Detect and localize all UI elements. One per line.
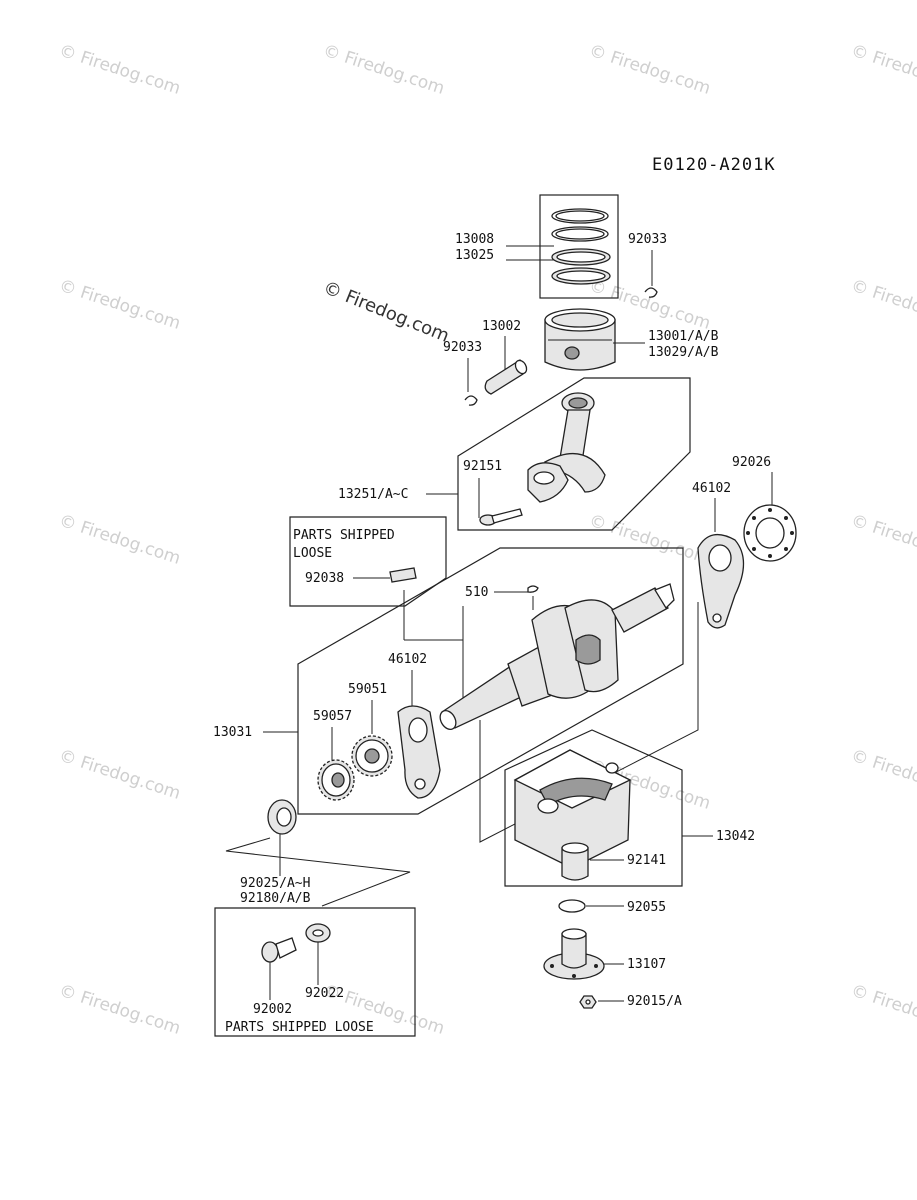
- piston-ring-2: [551, 226, 609, 242]
- watermark-text: © Firedog.com: [56, 981, 182, 1039]
- loose-label-line2: LOOSE: [293, 546, 332, 561]
- nut-92015: [579, 995, 597, 1009]
- o-ring-92055: [558, 899, 586, 913]
- label-13002: 13002: [482, 319, 521, 334]
- label-13029: 13029/A/B: [648, 345, 719, 360]
- watermark-text: © Firedog.com: [586, 41, 712, 99]
- conrod-box: [457, 377, 691, 531]
- label-13042: 13042: [716, 829, 755, 844]
- loose-box-2: [214, 907, 416, 1037]
- label-13031: 13031: [213, 725, 252, 740]
- shaft-13107: [543, 928, 605, 980]
- watermark-text: © Firedog.com: [848, 41, 917, 99]
- watermark-text: © Firedog.com: [848, 276, 917, 334]
- gear-59051: [351, 735, 393, 777]
- watermark-text-dark: © Firedog.com: [320, 277, 452, 347]
- label-13001: 13001/A/B: [648, 329, 719, 344]
- loose-label-line1: PARTS SHIPPED: [293, 528, 395, 543]
- label-92022: 92022: [305, 986, 344, 1001]
- watermark-text: © Firedog.com: [586, 511, 712, 569]
- balancer-assembly: [513, 749, 632, 869]
- washer-92022: [305, 923, 331, 943]
- gear-59057: [317, 759, 355, 801]
- watermark-text: © Firedog.com: [56, 276, 182, 334]
- connecting-rod-cap: [527, 462, 569, 503]
- label-59057: 59057: [313, 709, 352, 724]
- crankshaft-frame: [297, 547, 684, 815]
- watermark-text: © Firedog.com: [56, 41, 182, 99]
- connecting-rod: [543, 392, 606, 493]
- label-59051: 59051: [348, 682, 387, 697]
- piston-pin: [484, 359, 528, 395]
- label-92033-right: 92033: [628, 232, 667, 247]
- piston-ring-1: [551, 208, 609, 224]
- label-13008: 13008: [455, 232, 494, 247]
- gasket-46102-left: [397, 705, 441, 799]
- label-46102-left: 46102: [388, 652, 427, 667]
- piston-ring-group: 13008 13025: [455, 194, 619, 299]
- parts-shipped-loose-group-2: 92022 92002 PARTS SHIPPED LOOSE: [214, 907, 416, 1037]
- parts-shipped-loose-group-1: PARTS SHIPPED LOOSE 92038: [289, 516, 447, 607]
- watermark-text: © Firedog.com: [848, 746, 917, 804]
- key-92038: [389, 567, 417, 583]
- label-510: 510: [465, 585, 488, 600]
- loose-label-2: PARTS SHIPPED LOOSE: [225, 1020, 374, 1035]
- label-92026: 92026: [732, 455, 771, 470]
- watermark-text: © Firedog.com: [320, 41, 446, 99]
- washer-92025: [267, 799, 297, 835]
- diagram-code: E0120-A201K: [652, 155, 776, 175]
- watermark-text: © Firedog.com: [56, 746, 182, 804]
- watermark-text: © Firedog.com: [56, 511, 182, 569]
- conrod-bolt: [479, 508, 523, 526]
- label-92151: 92151: [463, 459, 502, 474]
- gasket-46102-right: [697, 533, 745, 629]
- label-92180: 92180/A/B: [240, 891, 311, 906]
- piston: [544, 308, 616, 371]
- gasket-92026: [743, 504, 797, 562]
- leader-washer: [225, 837, 411, 907]
- label-13107: 13107: [627, 957, 666, 972]
- collar-92141: [561, 842, 589, 881]
- watermark-text: © Firedog.com: [848, 511, 917, 569]
- balancer-frame: [504, 729, 683, 887]
- label-92141: 92141: [627, 853, 666, 868]
- label-92033-left: 92033: [443, 340, 482, 355]
- label-92055: 92055: [627, 900, 666, 915]
- loose-box-1: [289, 516, 447, 607]
- label-46102-right: 46102: [692, 481, 731, 496]
- crankshaft: [439, 583, 675, 730]
- oil-ring: [551, 248, 611, 285]
- bolt-92002: [261, 937, 297, 963]
- label-92025: 92025/A~H: [240, 876, 310, 891]
- clip-ring-right: [644, 287, 658, 298]
- label-13025: 13025: [455, 248, 494, 263]
- label-92038: 92038: [305, 571, 344, 586]
- label-92002: 92002: [253, 1002, 292, 1017]
- label-92015: 92015/A: [627, 994, 682, 1009]
- clip-ring-left: [464, 395, 478, 406]
- label-13251: 13251/A~C: [338, 487, 408, 502]
- watermark-text: © Firedog.com: [848, 981, 917, 1039]
- conrod-group: 92151 13251/A~C: [338, 377, 691, 531]
- key-510: [527, 585, 539, 593]
